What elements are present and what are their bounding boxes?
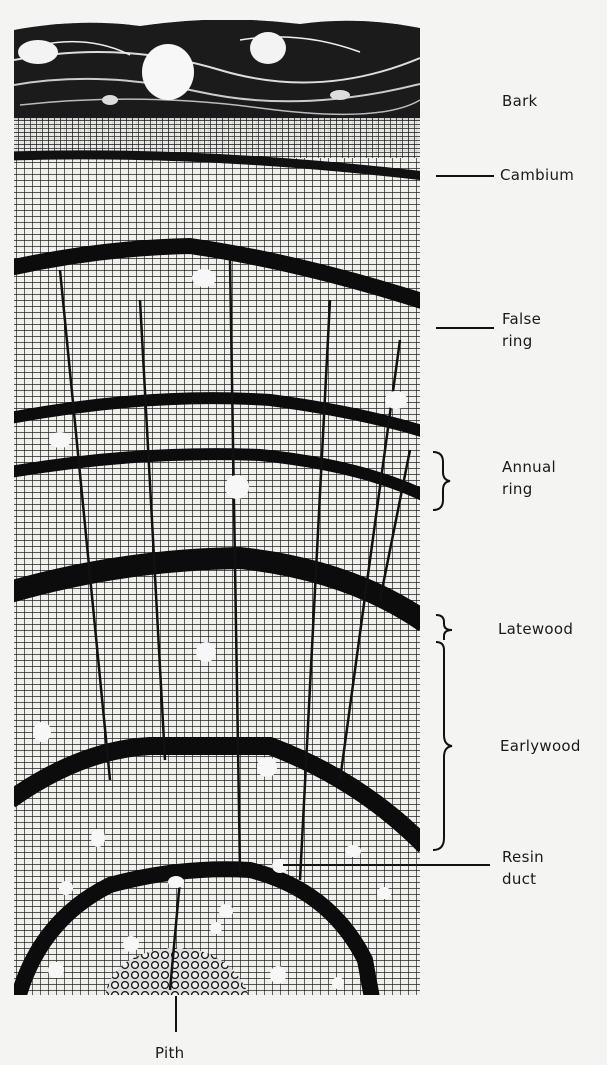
label-resin-duct-line2: duct	[502, 868, 536, 890]
earlywood-brace	[433, 642, 452, 850]
wood-block	[10, 20, 425, 1000]
label-false-ring-line1: False	[502, 308, 541, 330]
latewood-brace	[436, 615, 452, 640]
label-false-ring-line2: ring	[502, 330, 533, 352]
label-bark: Bark	[502, 90, 538, 112]
bark-layer	[10, 20, 425, 120]
label-earlywood: Earlywood	[500, 735, 581, 757]
label-pith: Pith	[155, 1042, 184, 1064]
annual-ring-brace	[433, 452, 450, 510]
label-annual-ring-line2: ring	[502, 478, 533, 500]
label-resin-duct-line1: Resin	[502, 846, 544, 868]
label-cambium: Cambium	[500, 164, 574, 186]
label-latewood: Latewood	[498, 618, 573, 640]
label-annual-ring-line1: Annual	[502, 456, 556, 478]
